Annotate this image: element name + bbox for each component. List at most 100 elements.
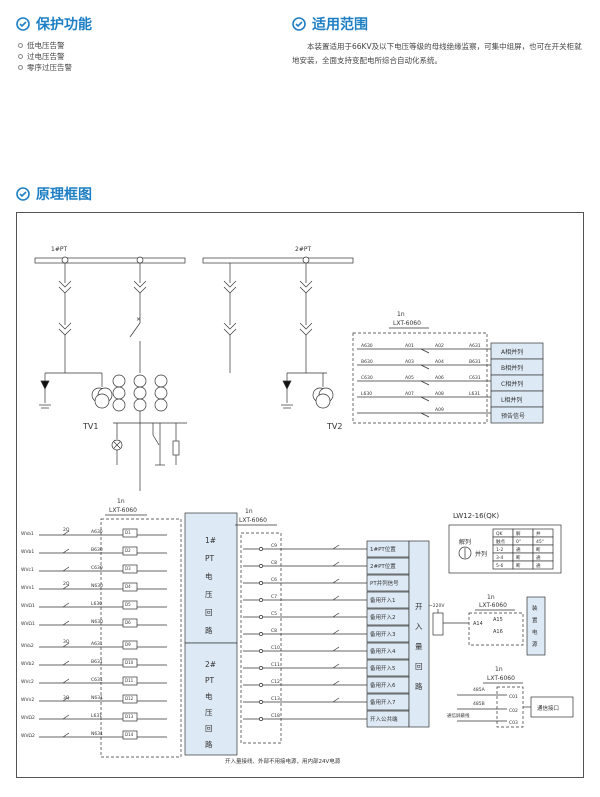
top-terminal-label: A07 [405,391,414,397]
top-terminal-label: A630 [361,343,373,349]
lw-table-text: 断 [516,562,521,569]
bullet-icon [18,43,23,48]
bus2-feeders: TV2 [223,256,342,431]
pt-switch [62,660,70,666]
pt-d-label: D6 [125,620,131,625]
pt-switch [62,696,70,702]
pt-fuse [122,564,138,574]
scope-title-text: 适用范围 [312,17,368,33]
pt-d-label: D14 [125,732,134,737]
input-switch [332,680,340,686]
pt-switch [62,714,70,720]
pt-term-label: C630 [91,565,103,571]
pt-term-label: L631 [91,713,102,719]
vertical-label-char: PT [205,554,215,563]
vertical-label-char: 压 [205,590,213,599]
input-switch [332,629,340,635]
pt-d-label: D10 [125,660,134,665]
top-terminal-label: B630 [361,359,373,365]
input-name-label: 备用开入5 [370,664,396,672]
tv2-label: TV2 [326,422,342,431]
pt-switch [62,732,70,738]
pt-term-label: B631 [91,659,103,665]
svg-text:解列: 解列 [459,538,471,546]
pt-wire-label: WVΩ2 [21,733,35,739]
svg-text:C03: C03 [509,720,518,726]
lw-table-text: 通 [536,562,541,569]
bus2-bar [202,257,354,264]
pt-wire-label: WVb1 [21,549,34,555]
contact-switch [420,380,430,386]
q-label: 2Q [63,581,70,587]
input-side-panel [408,540,430,728]
svg-text:通信屏蔽线: 通信屏蔽线 [447,712,470,719]
pt-wire-label: WVΩ1 [21,621,35,627]
pt-wire-label: WVn2 [21,697,34,703]
top-terminal-label: B631 [469,359,481,365]
power-dashed-frame [468,612,524,646]
vertical-label-char: 路 [205,739,213,749]
diagram-section-title: 原理框图 [16,184,92,204]
tv1-label: TV1 [82,422,98,431]
lw-table-text: 并 [536,530,541,537]
input-name-label: 备用开入6 [370,681,396,689]
pt-wire-label: WVc2 [21,679,34,685]
pt-switch [62,642,70,648]
lw-table-text: 3-4 [496,555,503,561]
input-node [259,666,263,670]
signal-box-c: C相并列 [501,380,523,388]
vertical-label-char: 回 [205,608,213,617]
lw-table-text: 45° [536,539,544,545]
input-node [259,632,263,636]
power-side-panel [526,596,546,656]
pt-term-label: N631 [91,731,103,737]
input-name-label: 1#PT位置 [370,545,396,553]
input-circuit-block: 1n LXT-6060 C91#PT位置C82#PT位置C6PT并列信号C7备用… [225,508,430,765]
pt-switch [62,566,70,572]
top-terminal-label: A05 [405,375,414,381]
pt-wire-label: WVΩ2 [21,715,35,721]
input-switch [332,578,340,584]
svg-text:电: 电 [532,628,538,636]
input-term-label: C8 [271,560,277,566]
input-switch [332,697,340,703]
vertical-label-char: 电 [205,691,213,701]
contact-switch [420,364,430,370]
pt-term-label: L630 [91,601,102,607]
input-node [259,615,263,619]
input-term-label: C10 [271,645,280,651]
pt-fuse [122,694,138,704]
signal-box-b: B相并列 [501,364,523,372]
input-name-label: 备用开入4 [370,647,396,655]
pt-d-label: D4 [125,584,131,589]
top-terminal-label: A06 [435,375,444,381]
top-terminal-label: A01 [405,343,414,349]
pt-fuse [122,600,138,610]
svg-text:源: 源 [532,640,538,648]
top-terminal-label: A02 [435,343,444,349]
input-dashed-frame [240,532,282,744]
input-term-label: C8 [271,628,277,634]
svg-text:A15: A15 [493,617,503,623]
pt1-voltage-panel [184,512,238,644]
pt-wire-label: WVa1 [21,531,34,537]
shield-check-icon [16,187,30,201]
input-switch [332,646,340,652]
pt-term-label: C631 [91,677,103,683]
bus1-bar [34,257,186,264]
pt-switch [62,602,70,608]
top-terminal-label: C631 [469,375,481,381]
list-item: 零序过压告警 [18,62,72,73]
svg-text:485B: 485B [473,701,485,707]
vertical-label-char: 回 [205,724,213,733]
pt-fuse [122,528,138,538]
input-node [259,683,263,687]
top-dashed-frame [352,332,488,424]
comm-block: 1n LXT-6060 485A 485B 通信屏蔽线 C01 C02 C03 … [447,666,574,728]
vertical-label-char: 路 [205,625,213,635]
input-name-label: PT并列信号 [370,579,399,587]
q-label: 3Q [63,639,70,645]
svg-text:LXT-6060: LXT-6060 [393,320,421,327]
svg-text:1n: 1n [495,666,503,673]
